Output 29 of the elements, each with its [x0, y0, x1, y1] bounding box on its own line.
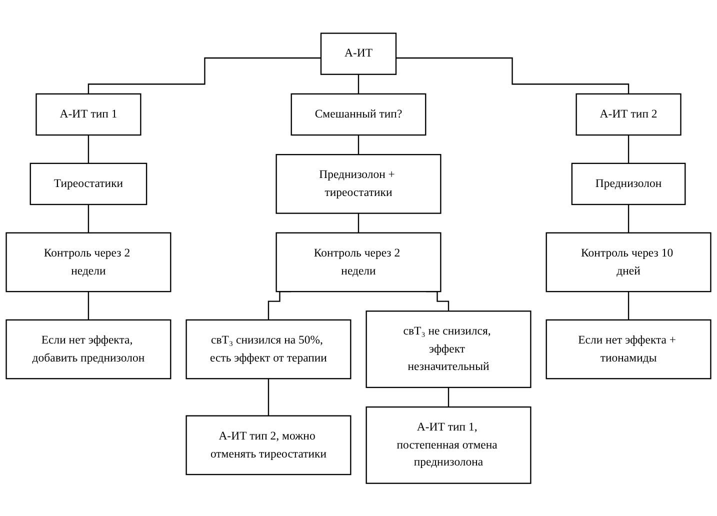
node-box: Тиреостатики	[30, 162, 148, 205]
connector	[358, 212, 360, 234]
connector	[396, 57, 630, 94]
node-box: Преднизолон + тиреостатики	[276, 154, 442, 214]
node-box: А-ИТ тип 1	[36, 93, 142, 136]
node-box: свТ₃ снизился на 50%, есть эффект от терапии	[186, 319, 352, 379]
connector	[628, 134, 630, 164]
node-box: Контроль через 2 недели	[6, 232, 172, 292]
node-box: Преднизолон	[571, 162, 686, 205]
connector	[448, 386, 450, 408]
connector	[358, 73, 360, 94]
connector	[358, 134, 360, 155]
node-box: А-ИТ тип 1, постепенная отмена преднизолона	[366, 406, 532, 484]
node-box: А-ИТ тип 2, можно отменять тиреостатики	[186, 414, 352, 475]
connector	[628, 290, 630, 320]
node-box: Контроль через 10 дней	[546, 232, 712, 292]
connector	[628, 204, 630, 234]
node-box: свТ₃ не снизился, эффект незначительный	[366, 310, 532, 388]
node-box: Смешанный тип?	[290, 93, 426, 136]
node-box: А-ИТ	[320, 32, 397, 75]
node-box: Контроль через 2 недели	[276, 232, 442, 292]
node-box: А-ИТ тип 2	[576, 93, 682, 136]
node-box: Если нет эффекта, добавить преднизолон	[6, 319, 172, 379]
connector	[88, 290, 90, 320]
connector	[88, 57, 321, 94]
node-box: Если нет эффекта + тионамиды	[546, 319, 712, 379]
connector	[88, 204, 90, 234]
connector	[88, 134, 90, 164]
connector	[268, 378, 270, 416]
